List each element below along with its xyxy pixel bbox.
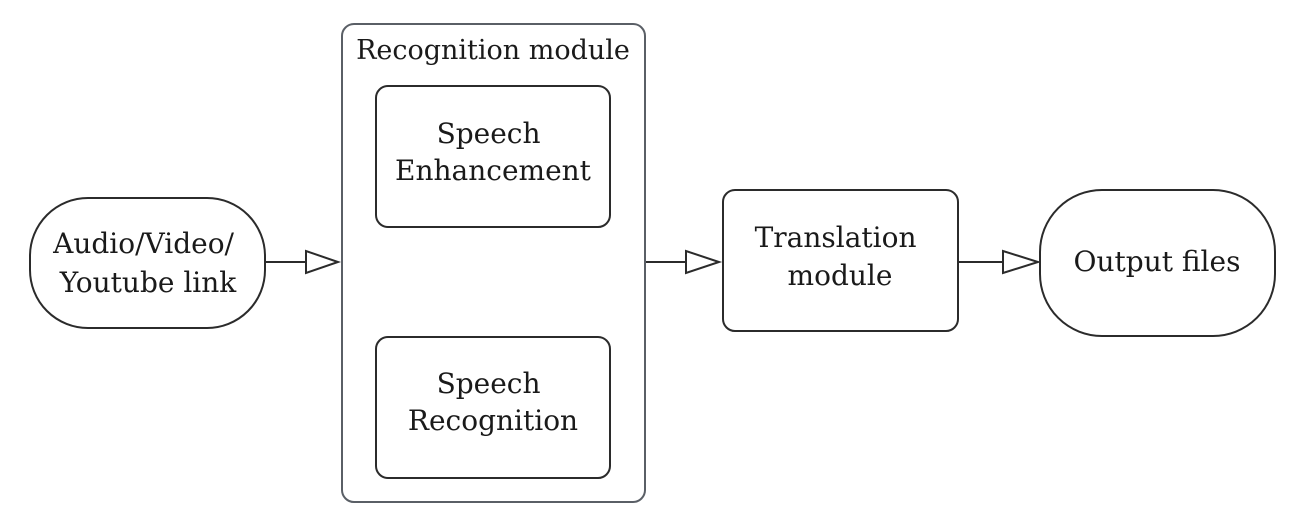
node-speech-recognition: Speech Recognition <box>375 336 611 479</box>
arrow-head <box>685 249 723 275</box>
node-speech-enhancement: Speech Enhancement <box>375 85 611 228</box>
speech-enhancement-box <box>375 85 611 228</box>
arrow-head <box>1002 249 1042 275</box>
input-stadium <box>29 197 266 329</box>
arrow-head <box>305 249 342 275</box>
edge-translation-to-output <box>958 249 1042 275</box>
edge-recognition-to-translation <box>645 249 723 275</box>
node-output-files: Output files <box>1039 189 1276 337</box>
speech-recognition-label: Speech Recognition <box>408 367 578 437</box>
output-files-stadium <box>1039 189 1276 337</box>
speech-enhancement-label: Speech Enhancement <box>395 117 592 187</box>
speech-recognition-box <box>375 336 611 479</box>
input-label: Audio/Video/ Youtube link <box>52 227 243 299</box>
node-input: Audio/Video/ Youtube link <box>29 197 266 329</box>
node-translation-module: Translation module <box>722 189 959 332</box>
recognition-module-label: Recognition module <box>356 35 630 66</box>
edge-input-to-recognition <box>265 249 342 275</box>
translation-module-box <box>722 189 959 332</box>
output-files-label: Output files <box>1074 245 1241 278</box>
translation-module-label: Translation module <box>755 221 926 292</box>
